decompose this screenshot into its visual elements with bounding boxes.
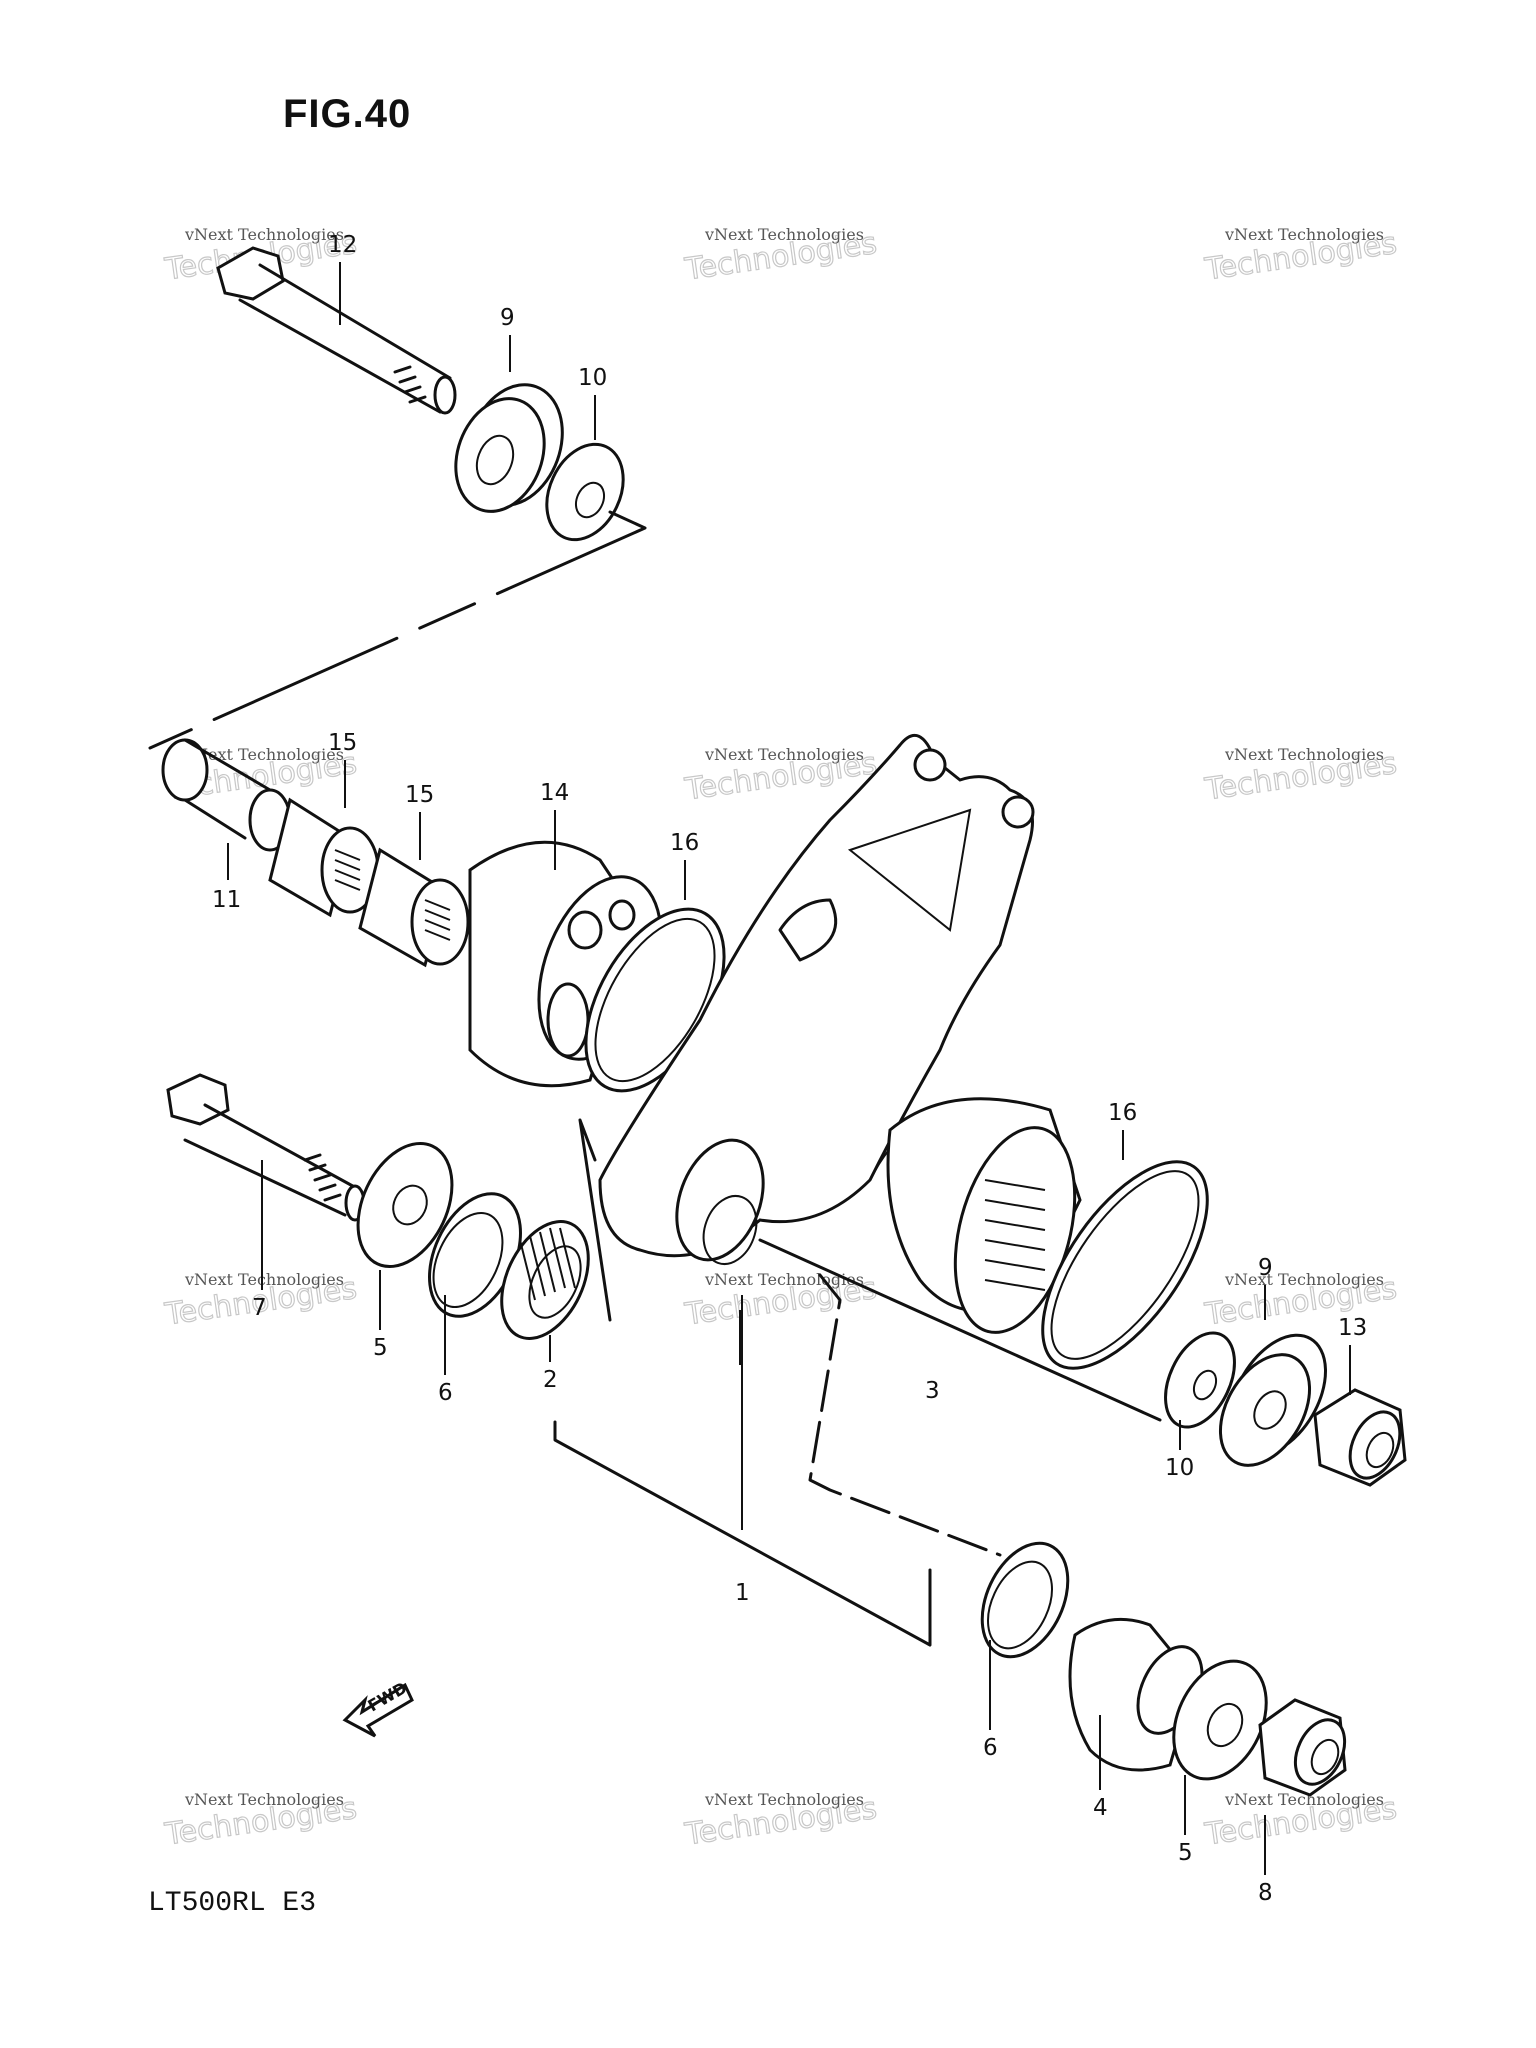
- callout-16-b: 16: [1108, 1100, 1137, 1126]
- upper-bolt-part-12: [216, 246, 457, 415]
- svg-text:vNext Technologies: vNext Technologies: [704, 1790, 864, 1809]
- thrust-washer-part-9-lower: [1218, 1333, 1327, 1467]
- needle-bearing-part-2: [500, 1220, 590, 1340]
- needle-bearing-part-15-b: [358, 847, 470, 968]
- svg-text:vNext Technologies: vNext Technologies: [1224, 1270, 1384, 1289]
- washer-part-10-lower: [1164, 1331, 1236, 1429]
- watermark-12: Technologies vNext Technologies: [1202, 1790, 1400, 1853]
- svg-text:vNext Technologies: vNext Technologies: [184, 1790, 344, 1809]
- callout-2: 2: [543, 1367, 558, 1393]
- bolt-part-7: [166, 1073, 366, 1222]
- callout-7: 7: [252, 1295, 267, 1321]
- svg-text:vNext Technologies: vNext Technologies: [704, 1270, 864, 1289]
- callout-4: 4: [1093, 1795, 1108, 1821]
- callout-5-left: 5: [373, 1335, 388, 1361]
- thrust-washer-part-9-upper: [454, 383, 564, 513]
- callout-numbers: 12 9 10 15 15 11 14 16 16 9 13 7 5 6 2 1…: [212, 232, 1367, 1906]
- svg-text:vNext Technologies: vNext Technologies: [704, 745, 864, 764]
- watermark-3: Technologies vNext Technologies: [1202, 225, 1400, 288]
- watermark-6: Technologies vNext Technologies: [1202, 745, 1400, 808]
- washer-part-5-right: [1172, 1659, 1268, 1781]
- callout-8: 8: [1258, 1880, 1273, 1906]
- svg-text:vNext Technologies: vNext Technologies: [184, 745, 344, 764]
- watermark-2: Technologies vNext Technologies: [682, 225, 880, 288]
- callout-9-upper: 9: [500, 305, 515, 331]
- bearing-part-3: [886, 1097, 1082, 1334]
- callout-3: 3: [925, 1378, 940, 1404]
- cushion-lever-part-1: [598, 733, 1035, 1265]
- callout-9-lower: 9: [1258, 1255, 1273, 1281]
- watermark-10: Technologies vNext Technologies: [162, 1790, 360, 1853]
- callout-12: 12: [328, 232, 357, 258]
- callout-1: 1: [735, 1580, 750, 1606]
- washer-part-5-left: [356, 1141, 454, 1269]
- callout-5-right: 5: [1178, 1840, 1193, 1866]
- svg-text:vNext Technologies: vNext Technologies: [184, 225, 344, 244]
- callout-11: 11: [212, 887, 241, 913]
- leader-lines: [227, 262, 1351, 1875]
- callout-10-lower: 10: [1165, 1455, 1194, 1481]
- svg-text:vNext Technologies: vNext Technologies: [1224, 225, 1384, 244]
- callout-10-upper: 10: [578, 365, 607, 391]
- svg-text:vNext Technologies: vNext Technologies: [184, 1270, 344, 1289]
- callout-14: 14: [540, 780, 569, 806]
- figure-title: FIG.40: [283, 92, 412, 136]
- nut-part-13: [1313, 1388, 1407, 1487]
- dust-seal-part-6-right: [980, 1541, 1070, 1659]
- nut-part-8: [1258, 1698, 1347, 1797]
- watermark-9: Technologies vNext Technologies: [1202, 1270, 1400, 1333]
- callout-15-a: 15: [328, 730, 357, 756]
- callout-15-b: 15: [405, 782, 434, 808]
- needle-bearing-part-15-a: [268, 797, 380, 918]
- washer-part-10-upper: [545, 442, 625, 542]
- callout-13: 13: [1338, 1315, 1367, 1341]
- callout-16-a: 16: [670, 830, 699, 856]
- svg-text:vNext Technologies: vNext Technologies: [704, 225, 864, 244]
- watermark-11: Technologies vNext Technologies: [682, 1790, 880, 1853]
- callout-6-left: 6: [438, 1380, 453, 1406]
- callout-6-right: 6: [983, 1735, 998, 1761]
- forward-direction-arrow: FWD: [342, 1678, 414, 1738]
- model-code: LT500RL E3: [148, 1888, 317, 1919]
- oil-seal-part-16-b: [1041, 1160, 1209, 1370]
- svg-text:vNext Technologies: vNext Technologies: [1224, 1790, 1384, 1809]
- svg-text:vNext Technologies: vNext Technologies: [1224, 745, 1384, 764]
